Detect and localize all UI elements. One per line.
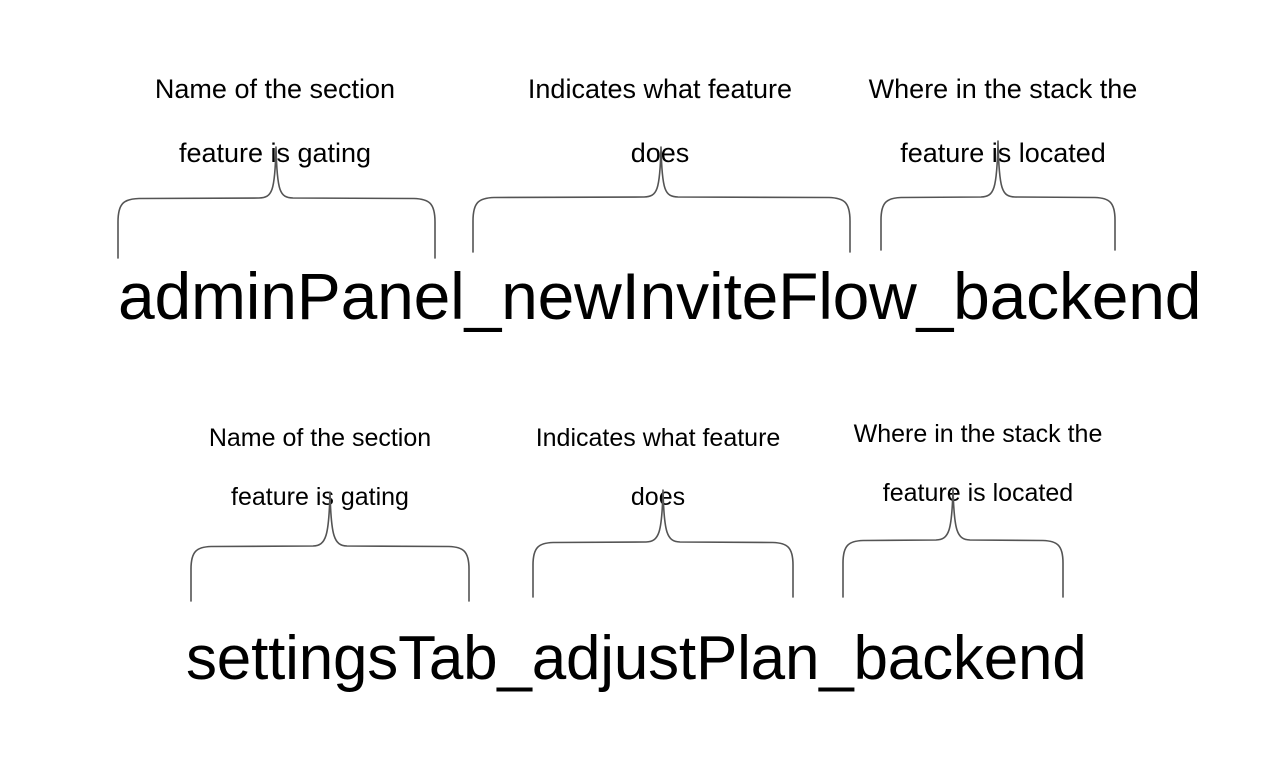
caption-row2-segment2: Indicates what feature does xyxy=(512,394,804,542)
caption-line: Where in the stack the xyxy=(853,419,1103,448)
caption-line: Indicates what feature xyxy=(535,423,781,452)
flag-string-row2: settingsTab_adjustPlan_backend xyxy=(186,624,1087,693)
flag-string-row1: adminPanel_newInviteFlow_backend xyxy=(118,259,1202,333)
caption-line: Name of the section xyxy=(208,423,432,452)
caption-row1-segment3: Where in the stack the feature is locate… xyxy=(843,42,1163,201)
caption-line: Name of the section xyxy=(154,73,396,104)
caption-row1-segment2: Indicates what feature does xyxy=(485,42,835,201)
brace-row2-segment1 xyxy=(190,491,470,602)
caption-line: feature is gating xyxy=(231,482,409,511)
caption-row2-segment1: Name of the section feature is gating xyxy=(175,394,465,542)
brace-row2-segment2 xyxy=(532,489,794,598)
caption-line: Where in the stack the xyxy=(868,73,1138,104)
brace-row1-segment1 xyxy=(117,146,437,259)
caption-line: feature is located xyxy=(900,137,1106,168)
caption-line: feature is located xyxy=(882,478,1074,507)
caption-row1-segment1: Name of the section feature is gating xyxy=(105,42,445,201)
brace-row2-segment3 xyxy=(842,487,1064,598)
caption-row2-segment3: Where in the stack the feature is locate… xyxy=(828,390,1128,538)
caption-line: does xyxy=(630,482,686,511)
caption-line: feature is gating xyxy=(178,137,372,168)
brace-row1-segment3 xyxy=(880,140,1117,251)
caption-line: Indicates what feature xyxy=(527,73,793,104)
brace-row1-segment2 xyxy=(472,146,852,253)
